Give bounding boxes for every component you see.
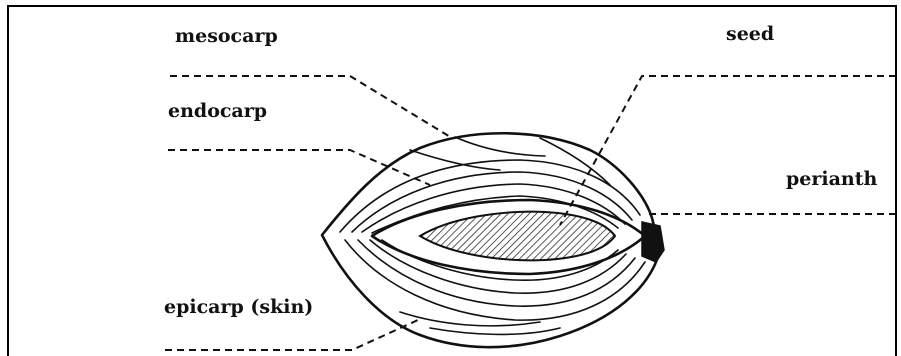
seed-leader bbox=[560, 76, 896, 225]
endocarp-label: endocarp bbox=[168, 100, 267, 122]
epicarp-label: epicarp (skin) bbox=[164, 296, 313, 318]
perianth-cap bbox=[642, 222, 664, 262]
mesocarp-label: mesocarp bbox=[175, 25, 278, 47]
seed-kernel bbox=[420, 212, 615, 261]
epicarp-leader bbox=[165, 320, 418, 350]
perianth-label: perianth bbox=[786, 168, 878, 190]
endocarp-leader bbox=[168, 150, 430, 185]
seed-label: seed bbox=[726, 23, 774, 45]
fruit-body bbox=[322, 133, 664, 347]
figure-frame bbox=[8, 6, 896, 356]
